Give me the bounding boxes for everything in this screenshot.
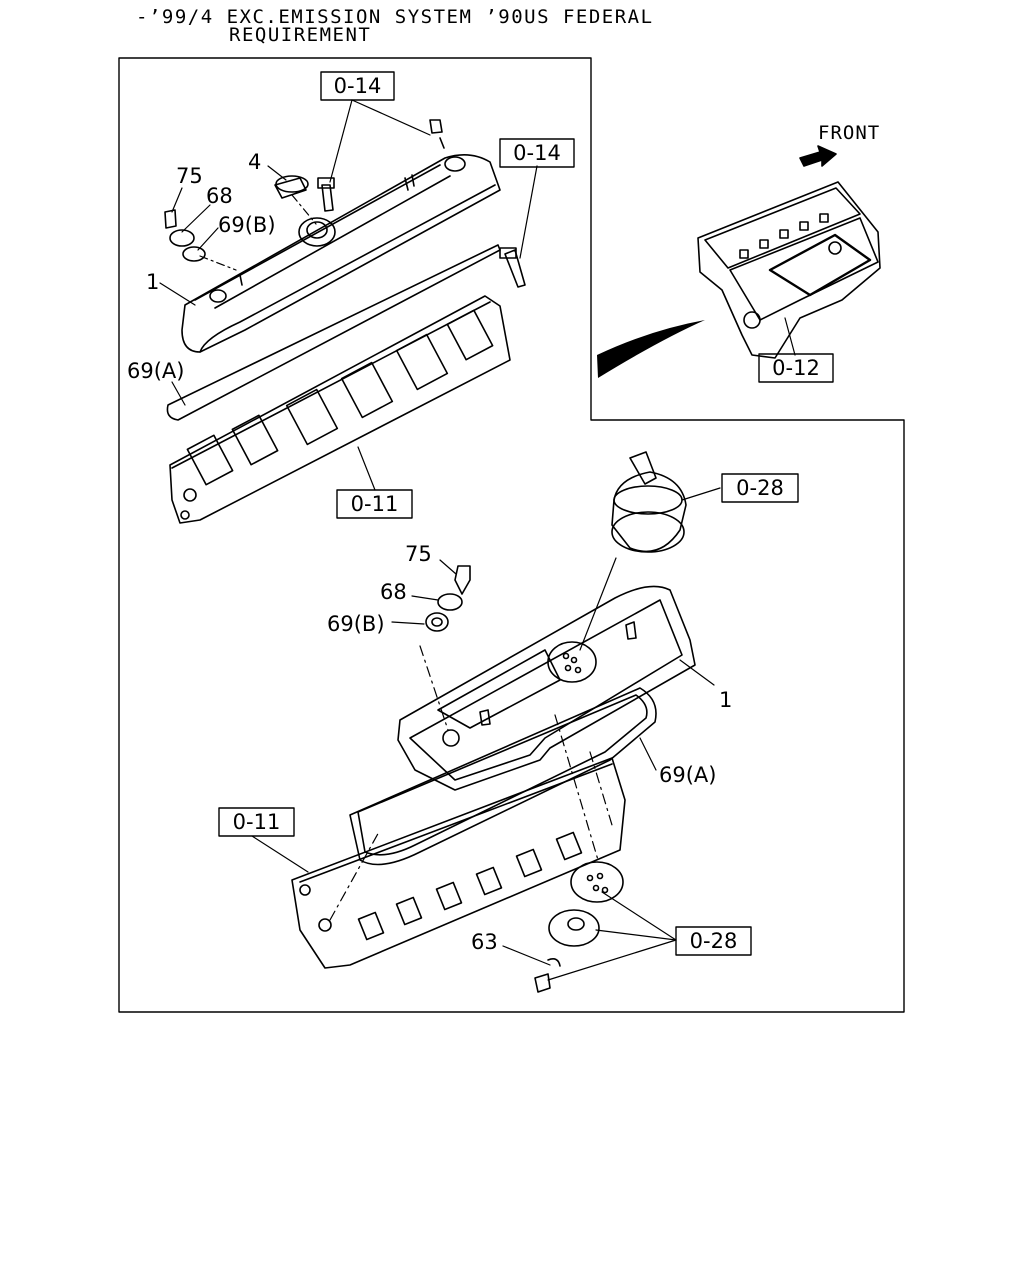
ref-box-0-28-breather[interactable]: 0-28 [721,473,799,503]
top-cylinder-head [169,295,511,524]
svg-text:0-28: 0-28 [690,929,738,953]
top-small-parts [164,119,526,288]
svg-text:0-14: 0-14 [513,141,561,165]
diagram-frame [118,57,905,1013]
svg-text:0-14: 0-14 [334,74,382,98]
label-bottom-63: 63 [471,930,498,954]
top-gasket [166,244,501,421]
label-top-75: 75 [176,164,203,188]
ref-box-0-11-bottom[interactable]: 0-11 [218,807,295,837]
bottom-rocker-cover [397,585,696,791]
label-top-69b: 69(B) [218,213,276,237]
svg-text:0-11: 0-11 [233,810,281,834]
bottom-dashed-leaders [329,645,613,921]
bottom-small-parts [425,565,624,993]
header-line-2: REQUIREMENT [229,24,372,46]
engine-overview [697,181,881,359]
leader-lines [159,99,796,981]
front-arrow [799,145,837,167]
label-top-69a: 69(A) [127,359,184,383]
svg-text:0-12: 0-12 [772,356,820,380]
bottom-gasket-inner [357,694,648,856]
label-bottom-69a: 69(A) [659,763,716,787]
ref-box-0-12[interactable]: 0-12 [758,353,834,383]
header-line-1: -’99/4 EXC.EMISSION SYSTEM ’90US FEDERAL [136,6,654,28]
swoosh-arrow [597,320,705,378]
bottom-cylinder-head [291,757,626,969]
label-top-1: 1 [146,270,159,294]
svg-text:0-11: 0-11 [351,492,399,516]
ref-box-0-14-top[interactable]: 0-14 [320,71,395,101]
label-bottom-69b: 69(B) [327,612,385,636]
label-bottom-1: 1 [719,688,732,712]
label-top-68: 68 [206,184,233,208]
label-top-4: 4 [248,150,261,174]
part-labels: FRONT 75 68 69(B) 4 1 69(A) 75 68 69(B) … [127,122,880,954]
ref-box-0-14-right[interactable]: 0-14 [499,138,575,168]
label-bottom-68: 68 [380,580,407,604]
top-dashed-leaders [199,194,317,271]
front-label: FRONT [818,122,880,144]
label-bottom-75: 75 [405,542,432,566]
ref-box-0-11-top[interactable]: 0-11 [336,489,413,519]
bottom-breather [611,451,687,553]
top-rocker-cover [181,154,501,353]
bottom-gasket [349,687,657,866]
ref-box-0-28-bottom[interactable]: 0-28 [675,926,752,956]
svg-text:0-28: 0-28 [736,476,784,500]
